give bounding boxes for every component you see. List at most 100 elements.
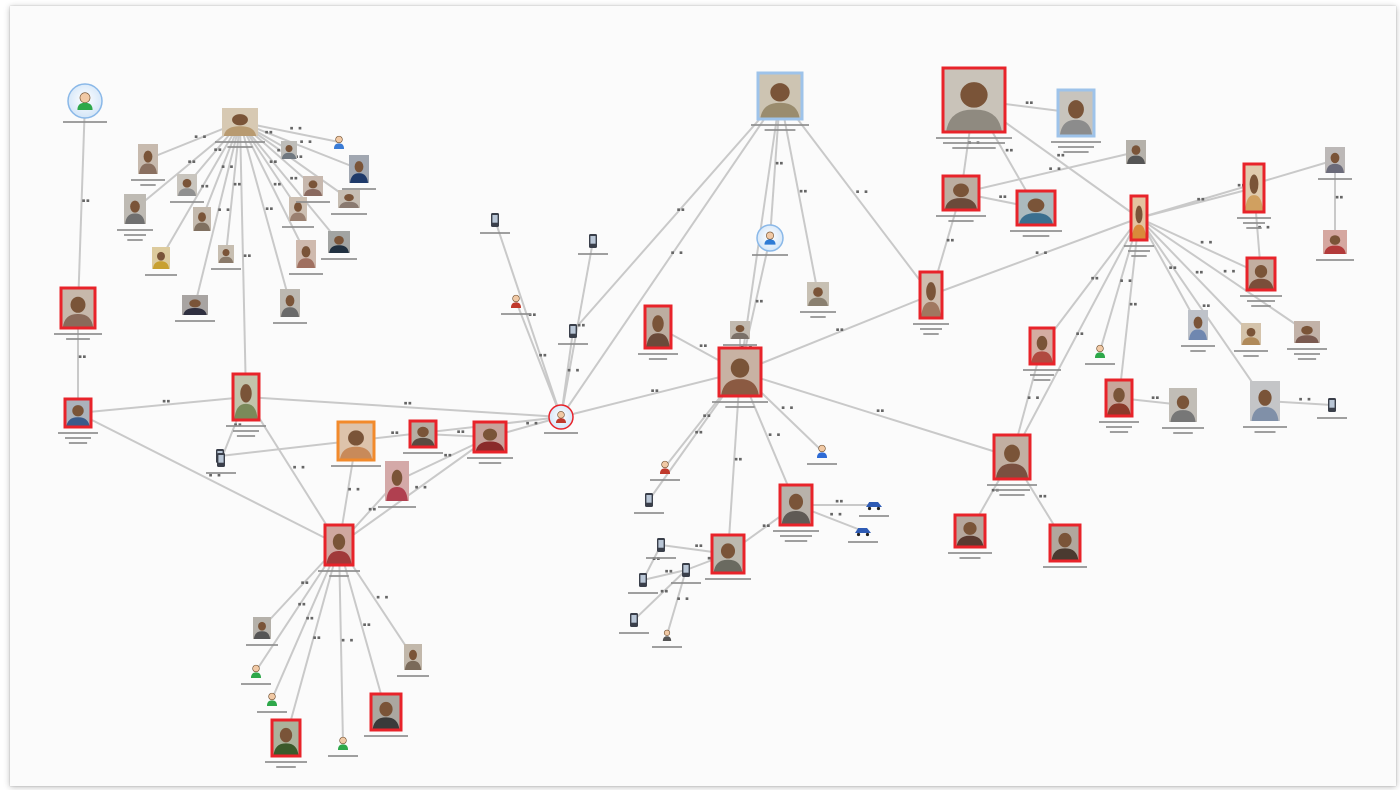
link-line[interactable] [1138, 217, 1199, 326]
entity-photo-node[interactable] [364, 692, 408, 737]
entity-photo-node[interactable] [1162, 388, 1204, 434]
link-line[interactable] [239, 121, 247, 398]
link-line[interactable] [338, 544, 344, 744]
link-line[interactable] [239, 121, 299, 210]
entity-photo-node[interactable] [265, 718, 307, 768]
link-line[interactable] [134, 121, 241, 210]
entity-photo-node[interactable] [987, 433, 1037, 496]
link-line[interactable] [77, 100, 86, 309]
link-line[interactable] [1138, 217, 1262, 275]
link-line[interactable] [727, 371, 741, 555]
entity-photo-node[interactable] [175, 295, 215, 322]
entity-photo-node[interactable] [936, 174, 986, 222]
entity-photo-node[interactable] [331, 420, 381, 467]
entity-user-node[interactable] [241, 664, 271, 685]
entity-photo-node[interactable] [1043, 523, 1087, 568]
link-line[interactable] [1041, 217, 1140, 347]
entity-photo-node[interactable] [215, 108, 265, 148]
entity-photo-node[interactable] [1181, 310, 1215, 352]
entity-user-node[interactable] [328, 736, 358, 757]
entity-photo-node[interactable] [296, 176, 330, 203]
entity-user-node[interactable] [807, 444, 837, 465]
link-line[interactable] [739, 371, 1013, 458]
entity-user-node[interactable] [257, 692, 287, 713]
entity-photo-node[interactable] [1287, 321, 1327, 360]
entity-photo-node[interactable] [58, 397, 98, 444]
entity-photo-node[interactable] [1126, 140, 1146, 164]
link-line[interactable] [1118, 217, 1140, 399]
entity-phone-node[interactable] [634, 493, 664, 514]
link-line[interactable] [194, 121, 241, 306]
link-line[interactable] [560, 330, 574, 418]
entity-photo-node[interactable] [131, 144, 165, 186]
entity-photo-node[interactable] [273, 289, 307, 324]
link-line[interactable] [779, 95, 932, 296]
entity-photo-node[interactable] [705, 533, 751, 580]
entity-photo-node[interactable] [193, 207, 211, 231]
link-line[interactable] [560, 371, 741, 418]
link-line[interactable] [930, 217, 1140, 296]
link-line[interactable] [239, 121, 307, 255]
entity-photo-node[interactable] [117, 194, 153, 241]
entity-photo-node[interactable] [467, 420, 513, 464]
link-line[interactable] [338, 436, 491, 546]
link-line[interactable] [1138, 217, 1266, 402]
link-line[interactable] [338, 544, 387, 713]
entity-user-node[interactable] [63, 83, 107, 123]
link-line[interactable] [1138, 217, 1252, 335]
link-line[interactable] [225, 121, 241, 255]
link-line[interactable] [642, 569, 687, 581]
entity-photo-node[interactable] [397, 644, 429, 677]
link-line[interactable] [239, 121, 350, 200]
entity-phone-node[interactable] [628, 573, 658, 594]
entity-user-node[interactable] [752, 224, 788, 256]
entity-photo-node[interactable] [170, 174, 204, 203]
link-line[interactable] [1138, 217, 1308, 333]
entity-user-node[interactable] [333, 135, 345, 149]
entity-photo-node[interactable] [948, 513, 992, 559]
entity-photo-node[interactable] [1124, 194, 1154, 257]
entity-photo-node[interactable] [1051, 88, 1101, 153]
link-line[interactable] [239, 121, 360, 170]
entity-photo-node[interactable] [751, 71, 809, 131]
link-line[interactable] [239, 121, 291, 304]
entity-photo-node[interactable] [638, 304, 678, 360]
link-line[interactable] [633, 569, 687, 621]
entity-photo-node[interactable] [936, 66, 1012, 149]
entity-phone-node[interactable] [646, 538, 676, 559]
entity-photo-node[interactable] [723, 321, 757, 346]
entity-photo-node[interactable] [1023, 326, 1061, 381]
link-line[interactable] [245, 396, 340, 546]
entity-phone-node[interactable] [578, 234, 608, 255]
link-line[interactable] [77, 396, 247, 414]
entity-photo-node[interactable] [342, 155, 376, 190]
entity-phone-node[interactable] [619, 613, 649, 634]
link-line[interactable] [666, 569, 687, 636]
entity-phone-node[interactable] [671, 563, 701, 584]
entity-photo-node[interactable] [1234, 323, 1268, 357]
link-line[interactable] [1011, 217, 1140, 458]
entity-photo-node[interactable] [145, 247, 177, 276]
entity-photo-node[interactable] [1243, 381, 1287, 433]
entity-photo-node[interactable] [712, 346, 768, 408]
entity-phone-node[interactable] [206, 453, 236, 474]
link-line[interactable] [160, 121, 241, 259]
entity-photo-node[interactable] [403, 419, 443, 454]
entity-phone-node[interactable] [480, 213, 510, 234]
link-line[interactable] [201, 121, 241, 220]
entity-photo-node[interactable] [1099, 378, 1139, 433]
link-line[interactable] [960, 151, 1137, 194]
entity-photo-node[interactable] [289, 240, 323, 275]
entity-car-node[interactable] [859, 502, 889, 517]
entity-phone-node[interactable] [558, 324, 588, 345]
link-line[interactable] [739, 294, 932, 373]
link-line[interactable] [515, 300, 562, 418]
entity-photo-node[interactable] [318, 523, 360, 577]
entity-photo-node[interactable] [281, 141, 297, 159]
link-line[interactable] [245, 396, 562, 418]
entity-photo-node[interactable] [1240, 256, 1282, 307]
link-line[interactable] [572, 95, 781, 332]
entity-photo-node[interactable] [1010, 189, 1062, 237]
entity-photo-node[interactable] [1318, 147, 1352, 180]
entity-phone-node[interactable] [1317, 398, 1347, 419]
